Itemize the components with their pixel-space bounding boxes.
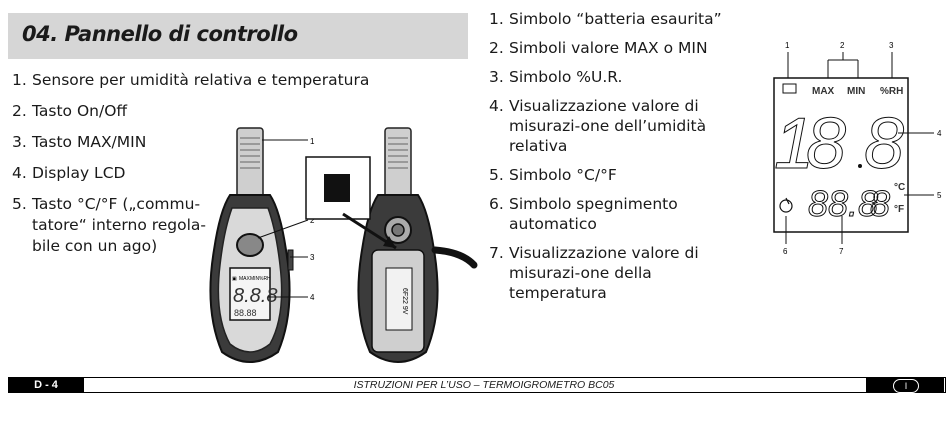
callout-1: 1: [310, 137, 315, 146]
lcd-callout-4: 4: [937, 129, 942, 138]
svg-text:8: 8: [870, 183, 890, 224]
svg-text:8.8.8: 8.8.8: [233, 285, 277, 307]
lcd-callout-2: 2: [840, 41, 845, 50]
lcd-callout-3: 3: [889, 41, 894, 50]
lcd-display-diagram: 1 2 3 MAX MIN %RH 1 8 8 88.8 8 °C °F 4 5…: [773, 41, 942, 256]
device-rh-label: %RH: [259, 276, 271, 282]
lcd-callout-1: 1: [785, 41, 790, 50]
auto-off-icon: [779, 199, 793, 213]
section-title: 04. Pannello di controllo: [22, 22, 298, 46]
list-item: 1.Sensore per umidità relativa e tempera…: [12, 71, 370, 89]
page-number: D - 4: [8, 377, 84, 393]
lcd-callout-5: 5: [937, 191, 942, 200]
list-item: 3.Simbolo %U.R.: [489, 68, 623, 86]
list-item: 1.Simbolo “batteria esaurita”: [489, 10, 722, 28]
list-item: 4.Visualizzazione valore di misurazi-one…: [489, 97, 707, 155]
list-item: 5.Tasto °C/°F („commu-tatore“ interno re…: [12, 195, 207, 255]
list-item: 7.Visualizzazione valore di misurazi-one…: [489, 244, 699, 302]
list-item: 2.Tasto On/Off: [12, 102, 128, 120]
svg-text:▣: ▣: [232, 276, 237, 282]
language-badge: I: [893, 379, 919, 393]
callout-3: 3: [310, 253, 315, 262]
device-front: ▣ MAX MIN %RH 8.8.8 88.88 1 2 3 4: [209, 127, 315, 363]
svg-text:88.8: 88.8: [808, 183, 878, 224]
section-header-box: [8, 13, 468, 59]
list-item: 5.Simbolo °C/°F: [489, 166, 617, 184]
lcd-rh: %RH: [880, 86, 903, 97]
lcd-callout-6: 6: [783, 247, 788, 256]
lcd-callout-7: 7: [839, 247, 844, 256]
device-min-label: MIN: [250, 276, 260, 282]
list-item: 3.Tasto MAX/MIN: [12, 133, 147, 151]
list-item: 6.Simbolo spegnimento automatico: [489, 195, 678, 233]
svg-text:88.88: 88.88: [234, 308, 257, 318]
callout-2: 2: [310, 216, 315, 225]
lcd-min: MIN: [847, 86, 865, 97]
footer-title: ISTRUZIONI PER L’USO – TERMOIGROMETRO BC…: [353, 379, 615, 391]
svg-text:8: 8: [806, 104, 846, 184]
battery-label: 6F22 9V: [401, 288, 408, 315]
list-item: 2.Simboli valore MAX o MIN: [489, 39, 708, 57]
svg-text:1: 1: [774, 104, 814, 184]
callout-4: 4: [310, 293, 315, 302]
svg-text:8: 8: [864, 104, 904, 184]
lcd-celsius: °C: [894, 182, 905, 193]
device-max-label: MAX: [239, 276, 251, 282]
language-box: [866, 377, 944, 393]
display-symbol-list: 1.Simbolo “batteria esaurita” 2.Simboli …: [489, 9, 751, 312]
device-illustration: ▣ MAX MIN %RH 8.8.8 88.88 1 2 3 4 6F22 9…: [209, 127, 478, 363]
lcd-max: MAX: [812, 86, 835, 97]
list-item: 4.Display LCD: [12, 164, 126, 182]
device-back: 6F22 9V: [305, 127, 478, 363]
lcd-fahrenheit: °F: [894, 204, 904, 215]
component-list: 1.Sensore per umidità relativa e tempera…: [12, 70, 369, 268]
